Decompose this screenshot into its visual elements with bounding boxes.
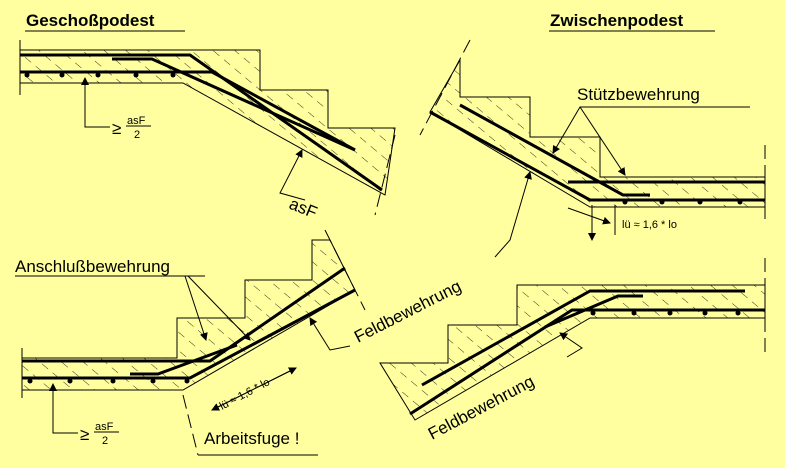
lap-dimension [211, 367, 297, 411]
distribution-bars [622, 199, 743, 205]
bottom-rebar [429, 110, 765, 202]
bottom-rebar [22, 288, 356, 380]
cut-line [374, 134, 396, 216]
connection-rebar [130, 343, 238, 376]
support-leader [579, 106, 626, 176]
concrete-section [19, 49, 396, 196]
min-sign: ≥ [80, 425, 89, 444]
fraction-numerator: asF [127, 115, 146, 127]
lap-rebar [112, 57, 356, 152]
min-sign: ≥ [112, 119, 121, 138]
connection-label: Anschlußbewehrung [15, 257, 170, 276]
top-rebar [20, 53, 383, 192]
cut-line [419, 39, 471, 136]
lap-label: lü ≈ 1,6 * lo [622, 219, 677, 231]
title-geschosspodest: Geschoßpodest [26, 11, 155, 30]
asf-label: asF [287, 194, 320, 222]
leader-arrow [81, 77, 110, 128]
connection-leader [184, 275, 208, 341]
distribution-bars [590, 310, 741, 316]
title-zwischenpodest: Zwischenpodest [550, 11, 684, 30]
fraction-denominator: 2 [102, 435, 108, 447]
lap-rebar [544, 294, 643, 329]
support-rebar [459, 103, 650, 197]
work-joint-line [182, 394, 199, 456]
cut-line [324, 229, 366, 311]
leader-arrow [49, 383, 78, 434]
bottom-rebar [20, 70, 356, 152]
field-leader [309, 317, 351, 351]
distribution-bars [24, 72, 176, 78]
lap-dimension [567, 207, 611, 225]
bottom-rebar [409, 308, 765, 416]
joint-label: Arbeitsfuge ! [204, 429, 299, 448]
distribution-bars [27, 378, 190, 384]
field-leader [559, 332, 583, 358]
concrete-section [429, 58, 766, 208]
top-rebar [421, 289, 745, 387]
support-label: Stützbewehrung [577, 85, 700, 104]
fraction-numerator: asF [95, 421, 114, 433]
lap-label: lü ≈ 1,6 * lo [218, 376, 272, 412]
field-leader [494, 171, 532, 258]
panel-geschosspodest: Geschoßpodest ≥ asF 2 asF [19, 11, 396, 222]
top-rebar [22, 266, 346, 363]
fraction-denominator: 2 [134, 129, 140, 141]
field-label: Feldbewehrung [351, 276, 464, 346]
panel-zwischenpodest: Zwischenpodest Stützbewehrung lü ≈ 1,6 *… [419, 11, 766, 241]
connection-leader [187, 275, 251, 341]
asf-leader [279, 149, 306, 201]
